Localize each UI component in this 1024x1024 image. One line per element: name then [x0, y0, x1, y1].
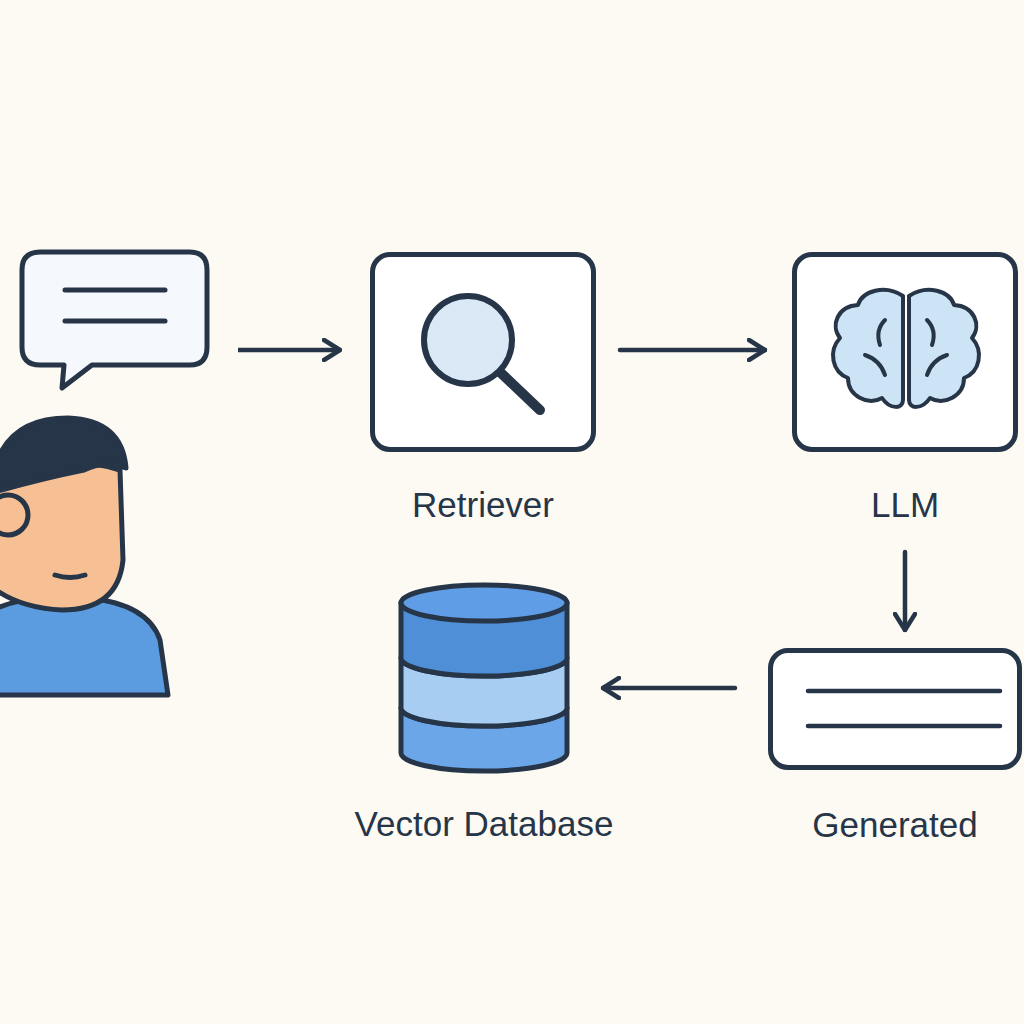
flow-arrow [620, 348, 765, 353]
node-label-group: Vector Database [355, 805, 614, 844]
node-label-group: Retriever [412, 486, 554, 525]
speech-bubble [22, 252, 207, 388]
node-label: Vector Database [355, 805, 614, 844]
magnifier-icon [424, 296, 540, 410]
brain-icon [833, 290, 979, 407]
node-label: Retriever [412, 486, 554, 525]
node-label-group: LLM [871, 486, 939, 525]
llm-box: LLM [792, 252, 1018, 452]
text-lines [808, 691, 1000, 726]
node-label: Generated [812, 806, 977, 845]
node-label: LLM [871, 486, 939, 525]
input-arrow [238, 348, 340, 353]
flow-arrow [603, 686, 735, 691]
node-label-group: Generated [812, 806, 977, 845]
cylinder-part [401, 585, 567, 621]
flow-arrow [903, 552, 908, 630]
database-cylinder: Vector Database [398, 583, 570, 773]
user-figure [0, 418, 168, 695]
retriever-box: Retriever [370, 252, 596, 452]
cylinder-outline [398, 583, 570, 773]
output-box: Generated [768, 648, 1022, 770]
